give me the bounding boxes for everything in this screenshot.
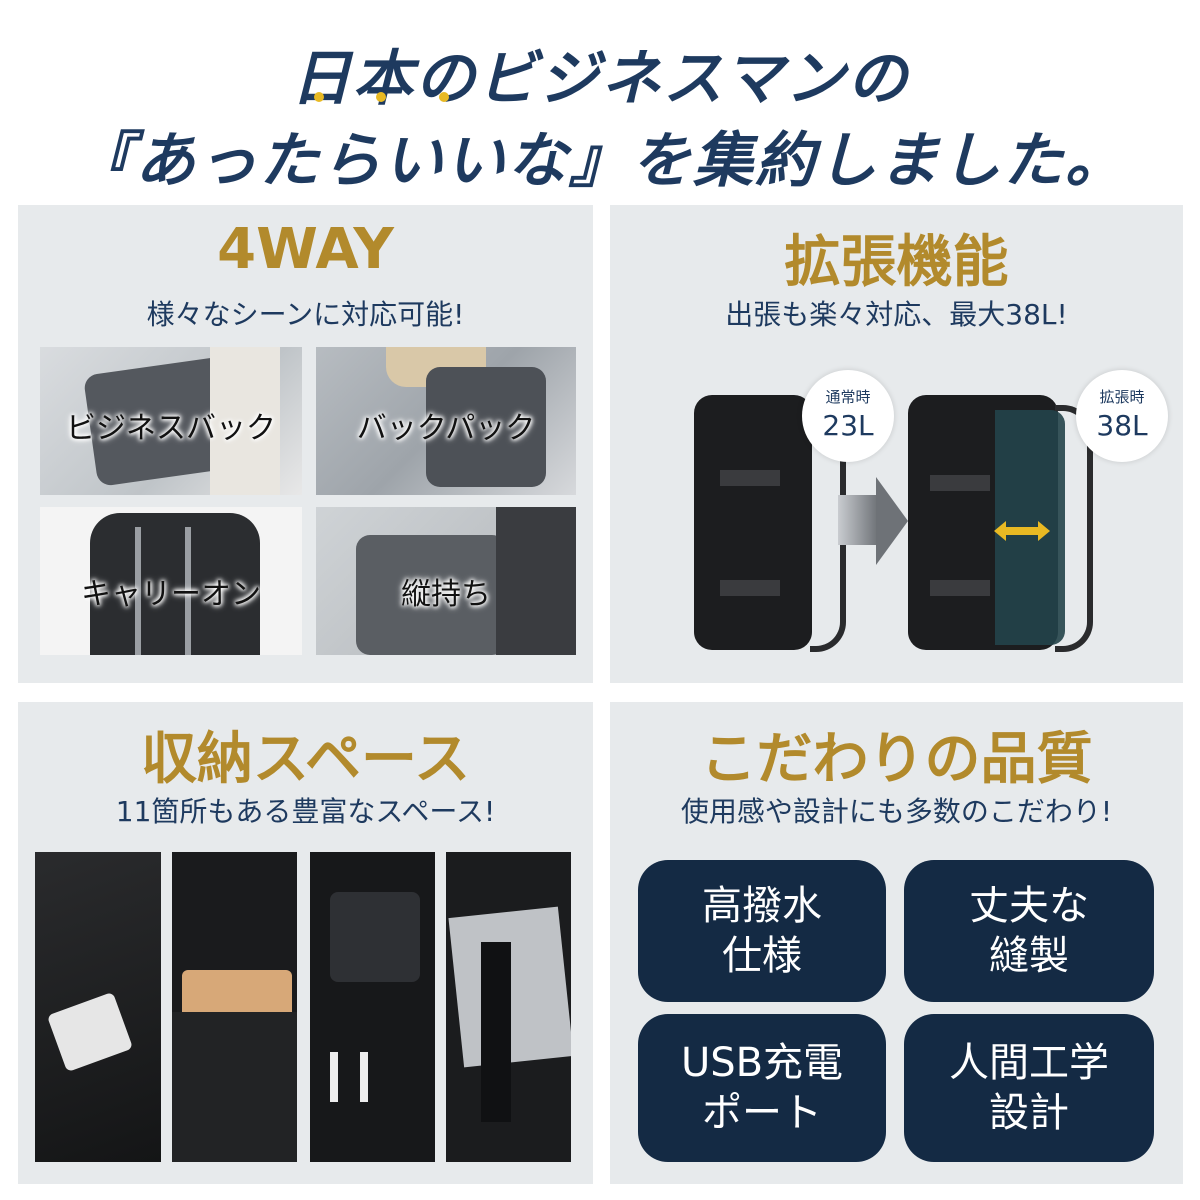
feature-durable-stitching: 丈夫な 縫製 [904, 860, 1154, 1002]
panel-quality-title: こだわりの品質 [700, 727, 1093, 792]
photo-vertical-carry: 縦持ち [316, 507, 576, 655]
headline-line-2: 『あったらいいな』を集約しました。 [73, 126, 1127, 196]
transition-arrow-head-icon [876, 477, 908, 565]
transition-arrow-icon [838, 495, 878, 545]
panel-expansion-subtitle: 出張も楽々対応、最大38L! [725, 298, 1068, 331]
bag-normal-size [694, 395, 812, 650]
capacity-expanded-value: 38L [1096, 409, 1148, 442]
panel-storage-title: 収納スペース [140, 727, 471, 792]
feature-line: 仕様 [722, 933, 802, 979]
panel-storage-subtitle: 11箇所もある豊富なスペース! [115, 795, 496, 828]
storage-photo-laptop-compartment [446, 852, 571, 1162]
capacity-expanded-label: 拡張時 [1099, 388, 1145, 406]
photo-backpack: バックパック [316, 347, 576, 495]
panel-quality: こだわりの品質 使用感や設計にも多数のこだわり! 高撥水 仕様 丈夫な 縫製 U… [610, 702, 1183, 1184]
panel-quality-subtitle: 使用感や設計にも多数のこだわり! [680, 795, 1113, 828]
capacity-normal-value: 23L [822, 409, 874, 442]
mode-label-business-bag: ビジネスバック [66, 411, 276, 446]
feature-line: 高撥水 [702, 883, 822, 929]
feature-line: 丈夫な [969, 883, 1089, 929]
storage-photo-tablet-sleeve [172, 852, 297, 1162]
expand-width-arrow-icon [1002, 527, 1040, 535]
storage-photo-front-pocket [35, 852, 161, 1162]
mode-label-carry-on: キャリーオン [81, 577, 261, 612]
mode-label-backpack: バックパック [356, 411, 536, 446]
panel-expansion-title: 拡張機能 [784, 230, 1009, 295]
feature-line: ポート [702, 1090, 822, 1136]
storage-photo-organizer [310, 852, 435, 1162]
feature-water-repellent: 高撥水 仕様 [638, 860, 886, 1002]
capacity-normal-label: 通常時 [825, 388, 871, 406]
mode-label-vertical-carry: 縦持ち [401, 577, 491, 612]
capacity-normal-badge: 通常時 23L [802, 370, 894, 462]
panel-4way-title: 4WAY [217, 217, 394, 282]
photo-carry-on: キャリーオン [40, 507, 302, 655]
panel-4way-subtitle: 様々なシーンに対応可能! [146, 298, 465, 331]
headline-line-1: 日本のビジネスマンの [290, 44, 910, 114]
photo-business-bag: ビジネスバック [40, 347, 302, 495]
emphasis-dots [312, 92, 462, 106]
feature-ergonomic-design: 人間工学 設計 [904, 1014, 1154, 1162]
capacity-expanded-badge: 拡張時 38L [1076, 370, 1168, 462]
feature-line: USB充電 [680, 1040, 844, 1086]
feature-usb-port: USB充電 ポート [638, 1014, 886, 1162]
panel-expansion: 拡張機能 出張も楽々対応、最大38L! 通常時 23L 拡張時 38L [610, 205, 1183, 683]
panel-storage: 収納スペース 11箇所もある豊富なスペース! [18, 702, 593, 1184]
panel-4way: 4WAY 様々なシーンに対応可能! ビジネスバック バックパック キャリーオン … [18, 205, 593, 683]
feature-line: 縫製 [989, 933, 1069, 979]
feature-line: 人間工学 [949, 1040, 1109, 1086]
feature-line: 設計 [989, 1090, 1069, 1136]
